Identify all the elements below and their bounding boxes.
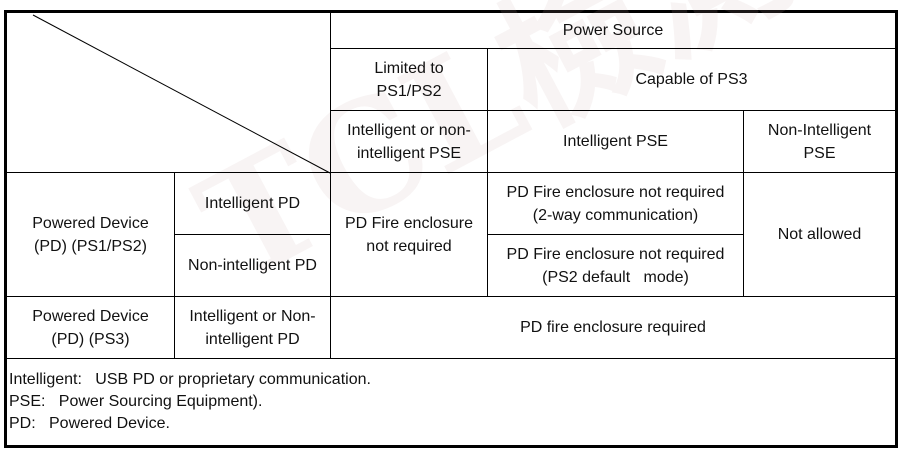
row-pd-ps3: Powered Device(PD) (PS3): [32, 307, 149, 348]
row-non-intelligent-pd: Non-intelligent PD: [188, 257, 317, 274]
header-power-source: Power Source: [562, 22, 664, 39]
grid-line: [174, 172, 175, 358]
grid-line: [487, 48, 488, 296]
cell-not-allowed: Not allowed: [777, 226, 862, 243]
grid-line: [7, 358, 895, 359]
row-pd-ps1-ps2: Powered Device(PD) (PS1/PS2): [32, 214, 149, 255]
cell-required: PD fire enclosure required: [520, 319, 706, 336]
note-pd: PD: Powered Device.: [9, 415, 170, 432]
grid-line: [174, 234, 330, 235]
grid-line: [487, 234, 743, 235]
cell-two-way: PD Fire enclosure not required(2-way com…: [506, 183, 725, 224]
row-intelligent-pd: Intelligent PD: [204, 195, 301, 212]
row-intel-or-non-pd: Intelligent or Non-intelligent PD: [189, 307, 316, 348]
header-intelligent-pse: Intelligent PSE: [563, 133, 668, 150]
note-intelligent: Intelligent: USB PD or proprietary commu…: [9, 371, 371, 388]
grid-line: [330, 13, 331, 358]
grid-line: [743, 110, 744, 296]
note-pse: PSE: Power Sourcing Equipment).: [9, 393, 263, 410]
grid-line: [330, 110, 895, 111]
diagonal-line: [32, 14, 331, 174]
header-intel-or-non-pse: Intelligent or non-intelligent PSE: [347, 121, 471, 162]
grid-line: [330, 48, 895, 49]
grid-line: [7, 172, 895, 173]
header-capable-ps3: Capable of PS3: [635, 71, 748, 88]
cell-ps2-default: PD Fire enclosure not required(PS2 defau…: [506, 245, 725, 286]
grid-line: [7, 296, 895, 297]
footnotes: Intelligent: USB PD or proprietary commu…: [9, 369, 371, 435]
